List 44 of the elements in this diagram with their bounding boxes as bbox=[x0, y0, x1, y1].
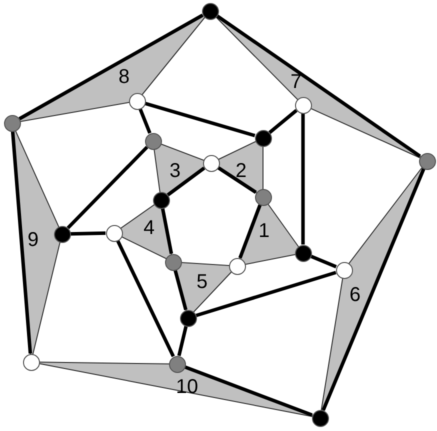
graph-edge bbox=[66, 146, 148, 230]
vertex-dot bbox=[254, 130, 272, 146]
vertex-dot bbox=[168, 356, 186, 372]
graph-edge bbox=[144, 102, 256, 138]
vertex-dot bbox=[254, 188, 272, 206]
vertex-dot bbox=[418, 152, 436, 170]
vertex-dot bbox=[22, 354, 40, 370]
graph-edge bbox=[301, 114, 305, 244]
triangle-number: 3 bbox=[169, 161, 181, 181]
vertex-dot bbox=[202, 154, 220, 172]
triangle-number: 4 bbox=[143, 218, 155, 238]
graph-edge bbox=[217, 166, 257, 194]
graph-edge bbox=[138, 108, 152, 134]
graph-edge bbox=[238, 204, 262, 259]
vertex-dot bbox=[294, 244, 312, 262]
vertex-dot bbox=[312, 410, 328, 426]
triangle-number: 1 bbox=[258, 221, 270, 241]
vertex-dot bbox=[180, 310, 196, 326]
graph-edge bbox=[116, 240, 175, 358]
graph-edge bbox=[196, 270, 336, 318]
vertex-dot bbox=[106, 224, 122, 242]
triangle-number: 7 bbox=[290, 72, 302, 92]
vertex-dot bbox=[202, 2, 218, 20]
graph-edge bbox=[166, 166, 206, 196]
graph-edge bbox=[70, 231, 106, 236]
vertex-dot bbox=[336, 262, 352, 278]
triangle-number: 5 bbox=[196, 272, 208, 292]
graph-edge bbox=[268, 109, 298, 134]
triangle-number: 6 bbox=[349, 285, 361, 305]
triangle-number: 2 bbox=[235, 161, 247, 181]
triangle-number: 8 bbox=[118, 67, 130, 87]
graph-edge bbox=[174, 270, 188, 310]
graph-edge bbox=[310, 254, 337, 268]
triangle-number: 10 bbox=[176, 377, 198, 397]
triangle-number: 9 bbox=[27, 230, 39, 250]
graph-edge bbox=[10, 131, 32, 354]
vertex-dot bbox=[4, 114, 20, 132]
vertex-dot bbox=[144, 132, 162, 150]
graph-edge bbox=[177, 326, 188, 356]
graph-edge bbox=[160, 208, 174, 254]
graph-edge bbox=[184, 365, 313, 417]
vertex-dot bbox=[152, 192, 170, 208]
vertex-dot bbox=[228, 258, 246, 274]
vertex-dot bbox=[164, 254, 182, 270]
